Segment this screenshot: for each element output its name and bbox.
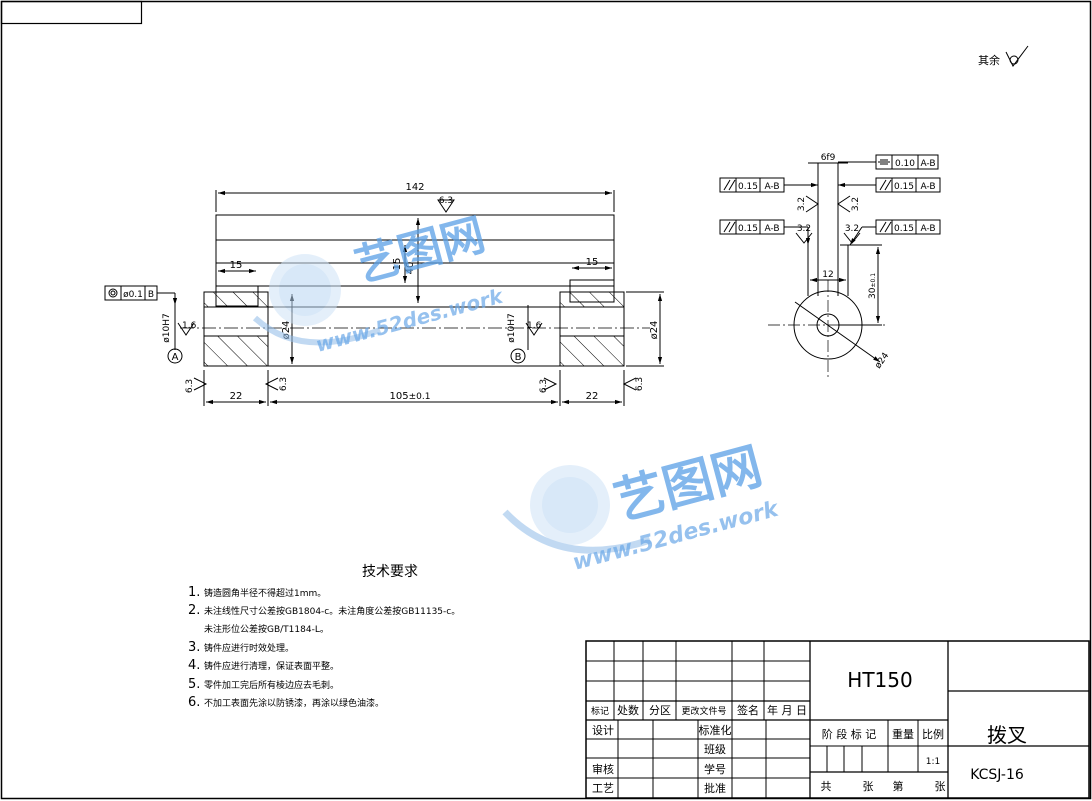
roughness-32-b: 3.2: [851, 197, 861, 211]
dim-height-15: 15: [392, 258, 403, 271]
dim-len-right: 22: [586, 391, 599, 402]
parallel-4-datum: A-B: [920, 224, 935, 234]
front-view: [104, 190, 664, 406]
label-class: 班级: [704, 743, 726, 756]
roughness-32-c: 3.2: [797, 224, 811, 234]
tech-item-3-text: 铸件应进行时效处理。: [204, 642, 294, 654]
tech-item-2-num: 2.: [188, 603, 200, 618]
dim-left-shoulder: 15: [230, 260, 243, 271]
watermark-cn-1: 艺图网: [350, 209, 491, 292]
dim-dia-24-right: ø24: [649, 321, 660, 340]
label-zone: 分区: [649, 704, 671, 717]
label-weight: 重量: [892, 727, 914, 741]
label-process: 工艺: [592, 782, 614, 795]
tech-item-4-text: 铸件应进行清理，保证表面平整。: [204, 660, 339, 672]
label-stage-mark: 阶 段 标 记: [822, 727, 877, 741]
dim-side-dia-24: ø24: [873, 351, 891, 371]
tech-requirements: 技术要求 1. 铸造圆角半径不得超过1mm。 2. 未注线性尺寸公差按GB180…: [188, 564, 460, 710]
parallel-4-tolerance: 0.15: [894, 224, 914, 234]
dim-height-40: 40: [405, 262, 416, 275]
label-change-doc: 更改文件号: [681, 705, 726, 717]
parallel-3-datum: A-B: [764, 224, 779, 234]
drawing-number: KCSJ-16: [970, 767, 1024, 783]
roughness-63-c: 6.3: [539, 379, 549, 393]
other-label: 其余: [978, 53, 1000, 67]
roughness-63-b: 6.3: [279, 377, 289, 391]
tech-item-2b-text: 未注形位公差按GB/T1184-L。: [204, 623, 329, 635]
label-signature: 签名: [737, 703, 759, 717]
roughness-63-a: 6.3: [185, 379, 195, 393]
watermark-1: 艺图网 www.52des.work: [252, 209, 507, 357]
dim-slot-width: 6f9: [821, 153, 836, 163]
datum-b-label: B: [515, 352, 522, 363]
label-date: 年 月 日: [767, 703, 807, 717]
label-student-no: 学号: [704, 762, 726, 776]
parallel-2-tolerance: 0.15: [894, 182, 914, 192]
parallel-3-tolerance: 0.15: [738, 224, 758, 234]
label-count: 处数: [617, 704, 639, 717]
label-scale: 比例: [922, 727, 944, 741]
dim-len-left: 22: [230, 391, 243, 402]
label-design: 设计: [592, 724, 614, 737]
parallel-1-tolerance: 0.15: [738, 182, 758, 192]
tech-item-1-text: 铸造圆角半径不得超过1mm。: [204, 587, 326, 599]
roughness-16-right: 1.6: [527, 321, 542, 331]
tech-item-3-num: 3.: [188, 640, 200, 655]
tech-item-5-text: 零件加工完后所有棱边应去毛刺。: [204, 679, 339, 691]
roughness-63-d: 6.3: [635, 377, 645, 391]
parallel-2-datum: A-B: [920, 182, 935, 192]
general-roughness: 其余: [978, 45, 1029, 67]
coaxial-datum: B: [148, 290, 154, 300]
label-standardize: 标准化: [699, 723, 732, 737]
roughness-32-a: 3.2: [797, 197, 807, 211]
watermark-2: 艺图网 www.52des.work: [502, 437, 782, 576]
roughness-16-left: 1.6: [182, 321, 197, 331]
dim-width-12: 12: [822, 270, 833, 280]
tech-item-5-num: 5.: [188, 677, 200, 692]
dim-len-center: 105±0.1: [390, 391, 431, 402]
dim-bore-left: ø10H7: [162, 313, 172, 342]
roughness-symbol-icon: [1005, 45, 1029, 67]
tech-item-1-num: 1.: [188, 585, 200, 600]
label-total: 共: [821, 780, 832, 793]
datum-b-circle: [510, 348, 526, 364]
symmetry-datum: A-B: [920, 159, 935, 169]
coaxial-tolerance: ø0.1: [123, 290, 143, 300]
dim-height-30: 30±0.1: [868, 273, 878, 299]
tech-item-2-text: 未注线性尺寸公差按GB1804-c。未注角度公差按GB11135-c。: [204, 605, 460, 617]
datum-a-circle: [167, 348, 183, 364]
tech-item-6-text: 不加工表面先涂以防锈漆，再涂以绿色油漆。: [204, 697, 384, 709]
tech-item-4-num: 4.: [188, 658, 200, 673]
symmetry-tolerance: 0.10: [895, 159, 915, 169]
dim-right-shoulder: 15: [586, 257, 599, 268]
label-review: 审核: [592, 762, 614, 776]
side-view: [719, 154, 941, 378]
tech-title: 技术要求: [362, 564, 418, 580]
parallel-1-datum: A-B: [764, 182, 779, 192]
label-mark: 标记: [591, 705, 609, 717]
part-name: 拨叉: [987, 723, 1027, 747]
title-block: [585, 640, 1090, 799]
label-approve: 批准: [704, 781, 726, 795]
watermark-url-1: www.52des.work: [313, 283, 507, 356]
material: HT150: [847, 668, 912, 692]
dim-bore-right: ø10H7: [507, 313, 517, 342]
corner-box: [0, 0, 143, 25]
tech-item-6-num: 6.: [188, 695, 200, 710]
label-sheets: 张: [863, 780, 874, 793]
scale-value: 1:1: [926, 757, 940, 767]
label-page: 第: [893, 779, 904, 793]
roughness-top: 6.3: [439, 196, 453, 206]
datum-a-label: A: [172, 352, 179, 363]
fork-upper-rect: [215, 214, 615, 241]
roughness-32-d: 3.2: [845, 224, 859, 234]
dim-total-length: 142: [405, 182, 424, 193]
dim-dia-24-mid: ø24: [281, 321, 292, 340]
label-sheets-2: 张: [935, 780, 946, 793]
